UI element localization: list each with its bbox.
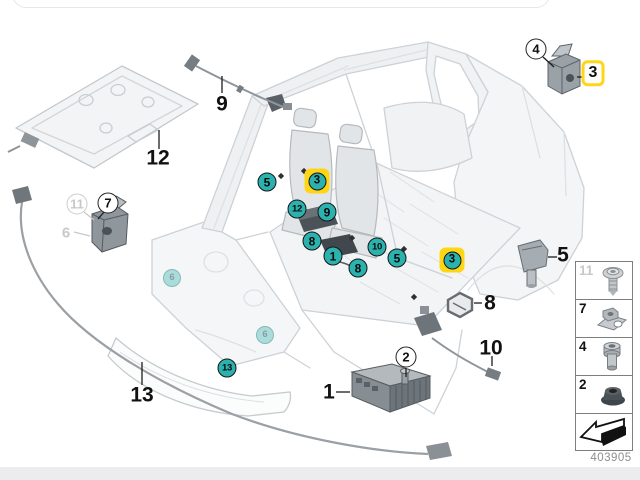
part-1-control-unit: [350, 363, 432, 413]
callout-3-number: 3: [308, 172, 326, 190]
part-5-sensor: [517, 239, 549, 288]
part-10-cable: [414, 306, 502, 381]
fastener-row-11: 11: [576, 262, 632, 300]
clip-nut-icon: [596, 307, 628, 331]
direction-arrow-icon: [579, 417, 626, 446]
callout-8b[interactable]: 8: [348, 258, 368, 278]
part-12-plate: [7, 65, 199, 169]
fastener-num-11: 11: [579, 263, 594, 278]
callout-6-ghost: 6: [163, 269, 181, 287]
callout-3-boxed[interactable]: 3: [581, 60, 605, 86]
callout-5[interactable]: 5: [257, 172, 277, 192]
part-label-13[interactable]: 13: [130, 383, 154, 407]
callout-9[interactable]: 9: [317, 202, 337, 222]
fastener-row-4[interactable]: 4: [576, 338, 632, 376]
callout-circled-2[interactable]: 2: [395, 346, 417, 368]
part-label-8[interactable]: 8: [484, 291, 496, 315]
fastener-row-arrow[interactable]: [576, 414, 632, 450]
part-9-cable: [183, 54, 292, 110]
fastener-table: 11 7 4: [575, 261, 633, 451]
part-label-12[interactable]: 12: [146, 146, 170, 170]
callout-3-highlighted[interactable]: 3: [304, 168, 330, 194]
part-label-10[interactable]: 10: [479, 336, 503, 360]
callout-10[interactable]: 10: [367, 237, 387, 257]
next-card-edge: [0, 467, 640, 480]
callout-circled-7[interactable]: 7: [97, 192, 119, 214]
leader-lines-muted: [73, 211, 95, 237]
part-13-cable-and-bumper: [12, 186, 452, 460]
diagram-code: 403905: [590, 452, 632, 464]
callout-6-ghost-b: 6: [256, 326, 274, 344]
callout-circled-4[interactable]: 4: [525, 38, 547, 60]
flanged-screw-icon: [602, 267, 624, 296]
callout-1[interactable]: 1: [323, 246, 343, 266]
part-4-sensor: [547, 43, 581, 95]
fastener-num-7: 7: [579, 301, 587, 316]
part-label-5[interactable]: 5: [557, 243, 569, 267]
fastener-row-7[interactable]: 7: [576, 300, 632, 338]
part-label-6-muted: 6: [61, 224, 71, 242]
flange-nut-icon: [601, 387, 625, 406]
fastener-num-4: 4: [579, 339, 587, 354]
part-8-bracket: [446, 291, 474, 319]
callout-12[interactable]: 12: [287, 199, 307, 219]
callout-8[interactable]: 8: [302, 231, 322, 251]
fastener-row-2[interactable]: 2: [576, 376, 632, 414]
part-label-1[interactable]: 1: [323, 380, 335, 404]
callout-circled-11-muted: 11: [66, 193, 88, 215]
callout-3-number-b: 3: [443, 251, 461, 269]
fastener-num-2: 2: [579, 377, 587, 392]
socket-head-bolt-icon: [603, 342, 621, 371]
leader-lines: [97, 56, 584, 393]
callout-13[interactable]: 13: [217, 358, 237, 378]
callout-3-highlighted-b[interactable]: 3: [439, 247, 465, 273]
callout-5b[interactable]: 5: [387, 248, 407, 268]
part-label-9[interactable]: 9: [216, 92, 228, 116]
